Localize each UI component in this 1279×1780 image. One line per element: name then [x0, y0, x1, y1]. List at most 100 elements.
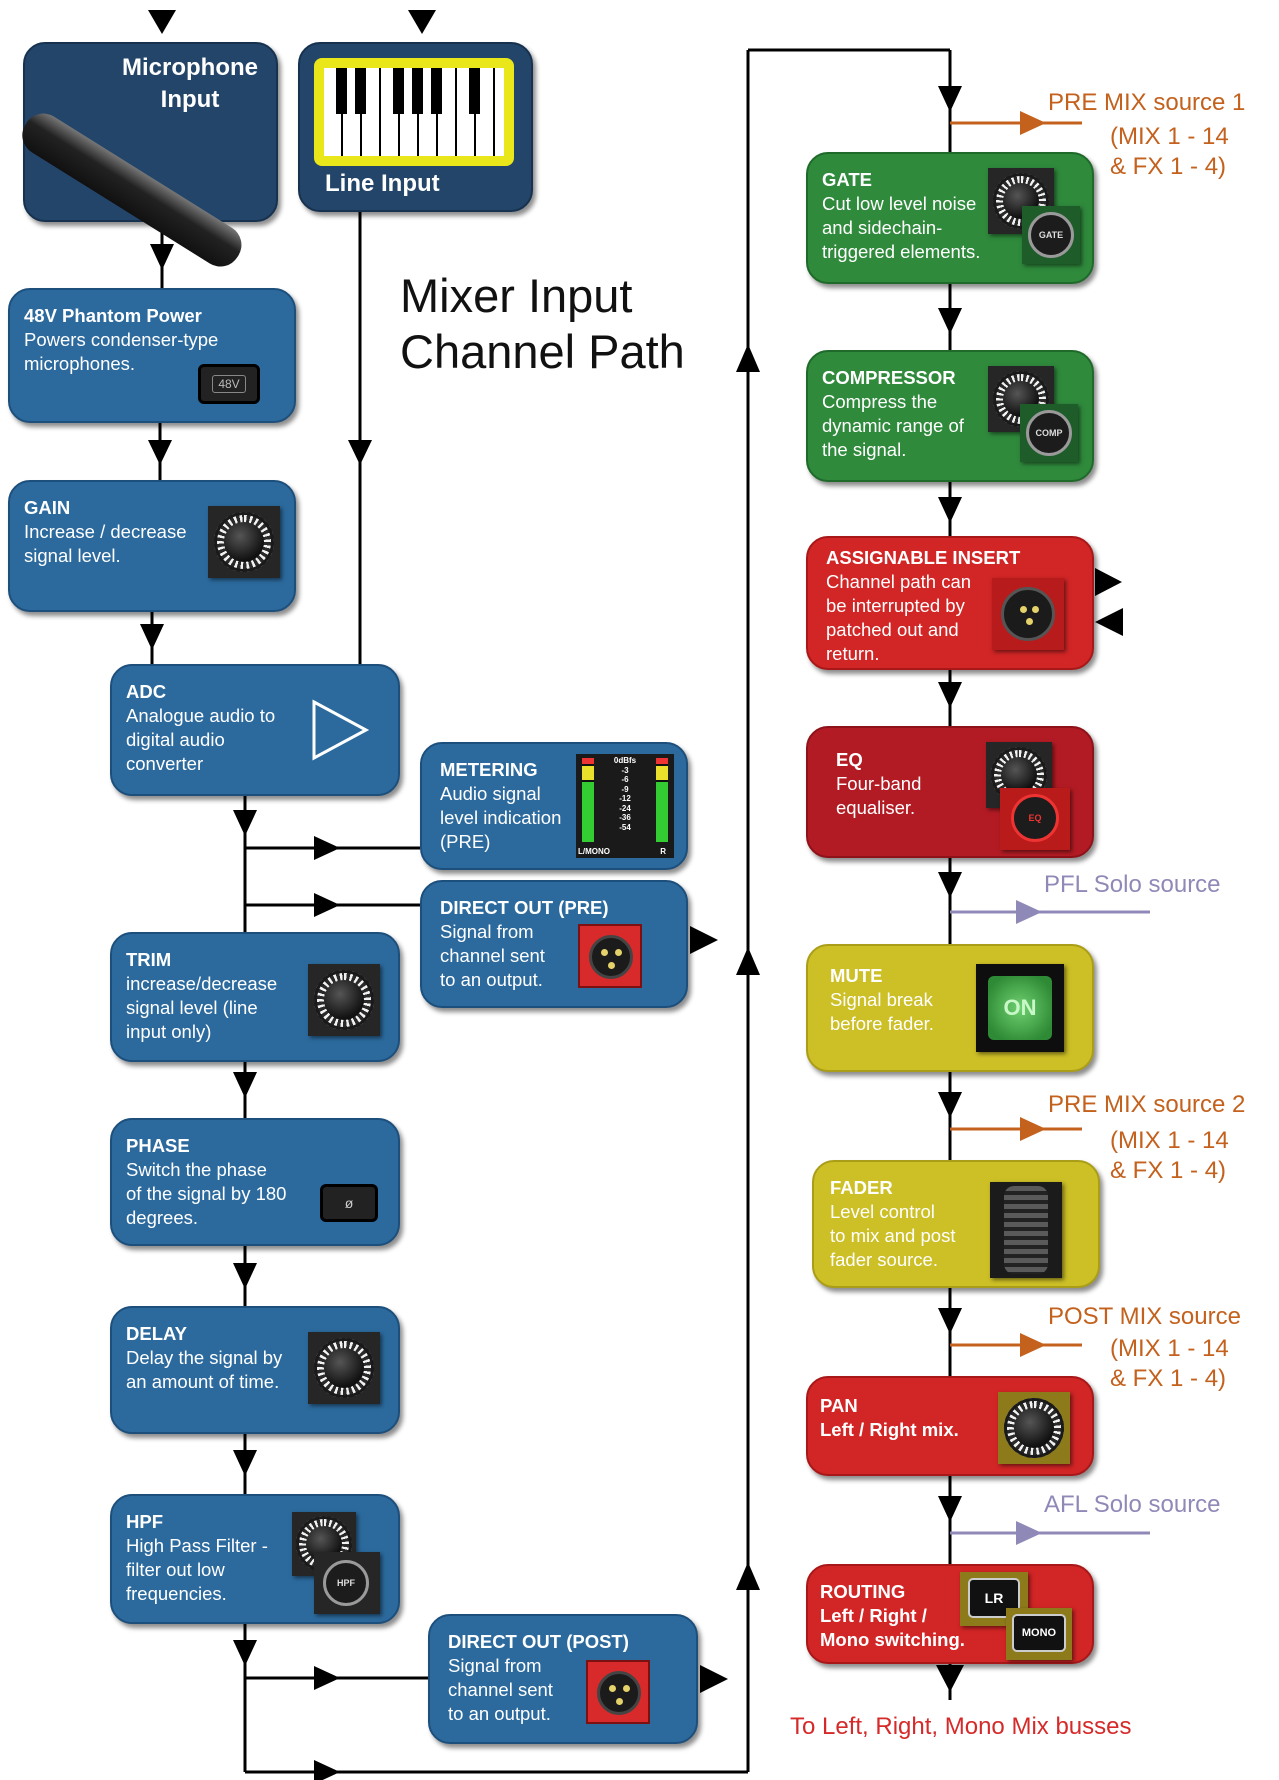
block-title: DELAY	[126, 1323, 188, 1344]
post-mix-source-label: POST MIX source	[1048, 1303, 1241, 1330]
block-title: EQ	[836, 749, 863, 770]
direct-out-post-block: DIRECT OUT (POST) Signal from channel se…	[428, 1614, 698, 1744]
gain-knob-icon[interactable]	[214, 512, 274, 572]
block-title: COMPRESSOR	[822, 367, 956, 388]
comp-button-label: COMP	[1035, 428, 1063, 438]
block-title: METERING	[440, 759, 538, 780]
mono-button-label: MONO	[1021, 1627, 1057, 1639]
block-desc: Signal from channel sent to an output.	[440, 921, 545, 990]
line-input-label: Line Input	[325, 170, 440, 197]
line-input-block: Line Input	[298, 42, 533, 212]
mute-on-button-label: ON	[1003, 995, 1037, 1020]
fader-cap-icon[interactable]	[990, 1182, 1062, 1278]
block-desc: Channel path can be interrupted by patch…	[826, 571, 972, 664]
block-desc: Compress the dynamic range of the signal…	[822, 391, 964, 460]
diagram-title: Mixer Input Channel Path	[400, 269, 685, 378]
hpf-button-label: HPF	[337, 1578, 355, 1588]
block-title: HPF	[126, 1511, 163, 1532]
microphone-input-block: Microphone Input	[14, 42, 278, 275]
phantom-power-block: 48V Phantom Power Powers condenser-type …	[8, 288, 296, 423]
block-desc: Left / Right mix.	[820, 1419, 959, 1440]
pre-mix-source-2-range: (MIX 1 - 14 & FX 1 - 4)	[1110, 1127, 1229, 1184]
block-title: FADER	[830, 1177, 893, 1198]
mute-block: MUTE Signal break before fader. ON	[806, 944, 1094, 1072]
meter-scale-tick: -12	[619, 794, 631, 803]
block-title: GAIN	[24, 497, 71, 518]
gain-block: GAIN Increase / decrease signal level.	[8, 480, 296, 612]
meter-right-label: R	[660, 847, 666, 856]
block-desc: Increase / decrease signal level.	[24, 521, 187, 566]
phase-button-label: ø	[344, 1195, 354, 1211]
block-desc: Four-band equaliser.	[836, 773, 922, 818]
assignable-insert-block: ASSIGNABLE INSERT Channel path can be in…	[806, 536, 1094, 670]
block-title: GATE	[822, 169, 873, 190]
gate-block: GATE Cut low level noise and sidechain- …	[806, 152, 1094, 284]
block-desc: Delay the signal by an amount of time.	[126, 1347, 283, 1392]
level-meter-icon: 0dBfs-3-6-9-12-24-36-54 L/MONO R	[576, 754, 674, 858]
trim-knob-icon[interactable]	[314, 970, 374, 1030]
gate-knob-icon[interactable]	[993, 173, 1049, 229]
block-desc: Left / Right / Mono switching.	[820, 1605, 965, 1650]
xlr-connector-icon	[578, 924, 642, 988]
48v-button[interactable]: 48V	[198, 364, 260, 404]
block-desc: Signal from channel sent to an output.	[448, 1655, 553, 1724]
post-mix-source-range: (MIX 1 - 14 & FX 1 - 4)	[1110, 1335, 1229, 1392]
block-desc: Audio signal level indication (PRE)	[440, 783, 562, 852]
hpf-button[interactable]: HPF	[323, 1560, 369, 1606]
48v-button-label: 48V	[212, 375, 246, 393]
phase-button[interactable]: ø	[320, 1184, 378, 1222]
mute-on-button[interactable]: ON	[988, 976, 1052, 1040]
phase-block: PHASE Switch the phase of the signal by …	[110, 1118, 400, 1246]
block-desc: Powers condenser-type microphones.	[24, 329, 219, 374]
eq-button-label: EQ	[1028, 813, 1042, 823]
gate-button-label: GATE	[1038, 230, 1064, 240]
pre-mix-source-2-label: PRE MIX source 2	[1048, 1091, 1246, 1118]
meter-scale-tick: -24	[619, 803, 631, 813]
meter-scale-tick: 0dBfs	[613, 756, 637, 765]
gate-button[interactable]: GATE	[1028, 212, 1074, 258]
block-desc: increase/decrease signal level (line inp…	[126, 973, 278, 1042]
fader-block: FADER Level control to mix and post fade…	[812, 1160, 1100, 1288]
block-desc: Switch the phase of the signal by 180 de…	[126, 1159, 287, 1228]
comp-button[interactable]: COMP	[1026, 410, 1072, 456]
block-title: ADC	[126, 681, 167, 702]
pre-mix-source-1-range: (MIX 1 - 14 & FX 1 - 4)	[1110, 123, 1229, 180]
block-desc: Level control to mix and post fader sour…	[830, 1201, 956, 1270]
pre-mix-source-1-label: PRE MIX source 1	[1048, 89, 1246, 116]
pan-block: PAN Left / Right mix.	[806, 1376, 1094, 1476]
meter-scale-tick: -54	[619, 822, 631, 832]
meter-left-label: L/MONO	[578, 847, 610, 856]
block-title: DIRECT OUT (POST)	[448, 1631, 629, 1652]
pan-knob-icon[interactable]	[1004, 1398, 1064, 1458]
delay-block: DELAY Delay the signal by an amount of t…	[110, 1306, 400, 1434]
eq-block: EQ Four-band equaliser. EQ	[806, 726, 1094, 858]
block-title: ROUTING	[820, 1581, 906, 1602]
meter-scale-tick: -6	[621, 775, 629, 784]
pfl-solo-source-label: PFL Solo source	[1044, 871, 1221, 898]
delay-knob-icon[interactable]	[314, 1338, 374, 1398]
routing-block: ROUTING Left / Right / Mono switching. L…	[806, 1564, 1094, 1664]
lr-button-label: LR	[984, 1590, 1004, 1606]
meter-scale: 0dBfs-3-6-9-12-24-36-54	[604, 756, 646, 832]
block-title: TRIM	[126, 949, 172, 970]
meter-scale-tick: -9	[621, 784, 629, 794]
block-title: PHASE	[126, 1135, 190, 1156]
meter-scale-tick: -3	[621, 765, 629, 775]
keyboard-icon	[314, 58, 514, 166]
eq-button[interactable]: EQ	[1011, 794, 1059, 842]
hpf-block: HPF High Pass Filter - filter out low fr…	[110, 1494, 400, 1624]
block-desc: Cut low level noise and sidechain- trigg…	[822, 193, 981, 262]
output-busses-label: To Left, Right, Mono Mix busses	[790, 1713, 1132, 1740]
block-title: DIRECT OUT (PRE)	[440, 897, 609, 918]
block-desc: Signal break before fader.	[830, 989, 934, 1034]
block-title: 48V Phantom Power	[24, 305, 202, 326]
insert-connector-icon	[992, 578, 1064, 650]
converter-triangle-icon	[312, 699, 370, 761]
xlr-connector-icon	[586, 1660, 650, 1724]
adc-block: ADC Analogue audio to digital audio conv…	[110, 664, 400, 796]
compressor-block: COMPRESSOR Compress the dynamic range of…	[806, 350, 1094, 482]
microphone-input-label: Microphone Input	[122, 54, 258, 113]
mono-button[interactable]: MONO	[1012, 1614, 1066, 1652]
block-title: ASSIGNABLE INSERT	[826, 547, 1021, 568]
